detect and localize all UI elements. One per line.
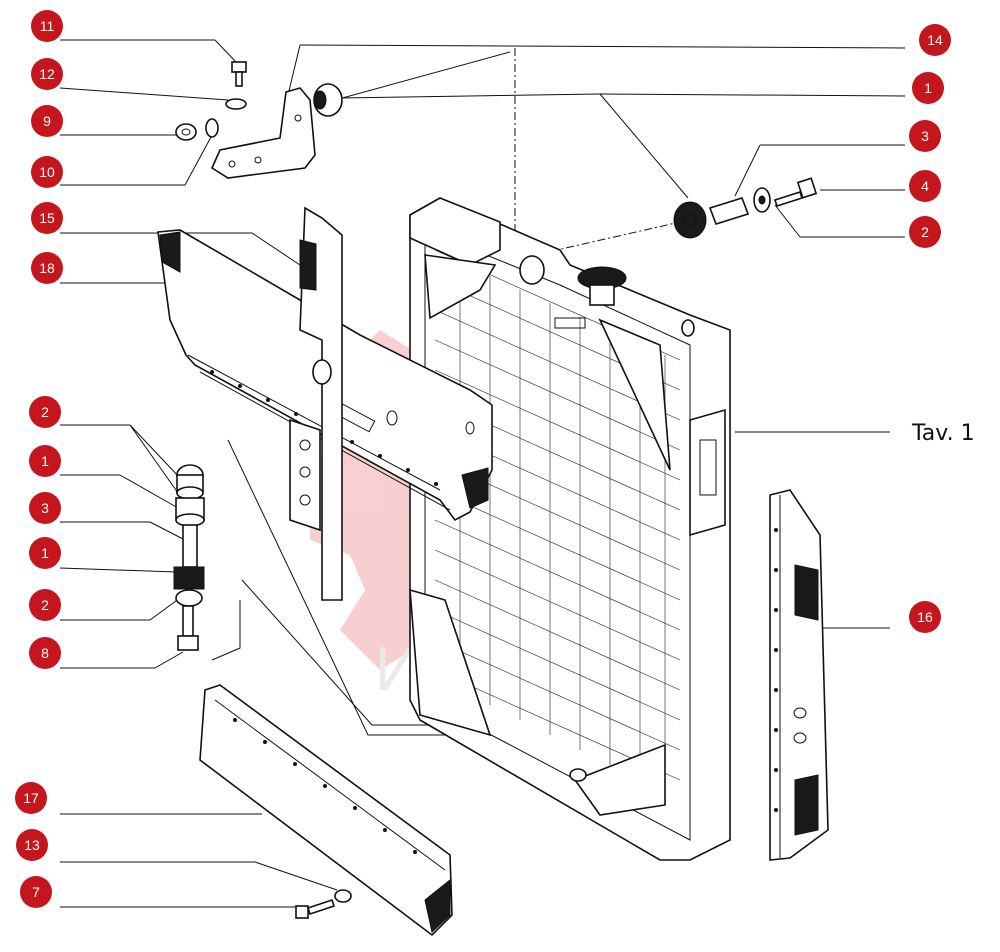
callout-12: 12 [31, 58, 63, 90]
callout-2: 2 [29, 396, 61, 428]
rubber-mount-stack-part [173, 464, 205, 651]
callout-2: 2 [29, 589, 61, 621]
leader-lines [59, 39, 906, 908]
svg-text:15: 15 [39, 210, 55, 226]
svg-text:17: 17 [23, 790, 39, 806]
lower-seal-panel-part [199, 684, 453, 937]
washer-part [753, 187, 771, 213]
svg-text:8: 8 [41, 645, 49, 661]
mount-bracket-part [210, 87, 316, 179]
callout-3: 3 [29, 492, 61, 524]
svg-text:10: 10 [39, 164, 55, 180]
rubber-mount-part [313, 83, 343, 117]
svg-text:1: 1 [41, 545, 49, 561]
svg-text:16: 16 [917, 609, 933, 625]
callout-11: 11 [31, 10, 63, 42]
bolt-part [295, 898, 336, 919]
radiator-part [409, 197, 731, 861]
callout-10: 10 [31, 156, 63, 188]
svg-text:14: 14 [927, 32, 943, 48]
washer-part [205, 118, 219, 138]
svg-text:11: 11 [40, 18, 55, 34]
callout-2: 2 [909, 216, 941, 248]
callout-15: 15 [31, 202, 63, 234]
callout-3: 3 [909, 120, 941, 152]
nut-part [334, 889, 352, 903]
svg-text:7: 7 [32, 884, 40, 900]
filler-cap-part [577, 266, 627, 306]
svg-text:3: 3 [921, 128, 929, 144]
svg-text:9: 9 [43, 113, 51, 129]
callout-17: 17 [15, 782, 47, 814]
rubber-mount-part [673, 201, 707, 239]
svg-text:13: 13 [24, 837, 40, 853]
washer-part [225, 98, 247, 110]
svg-text:2: 2 [41, 597, 49, 613]
callout-1: 1 [912, 72, 944, 104]
nut-part [175, 123, 197, 141]
side-seal-panel-part [769, 489, 829, 861]
callout-16: 16 [909, 601, 941, 633]
callout-1: 1 [29, 445, 61, 477]
callout-8: 8 [29, 637, 61, 669]
svg-text:1: 1 [924, 80, 932, 96]
bolt-part [231, 61, 247, 87]
svg-text:2: 2 [41, 404, 49, 420]
callout-9: 9 [31, 105, 63, 137]
svg-text:2: 2 [921, 224, 929, 240]
callout-1: 1 [29, 537, 61, 569]
callout-4: 4 [909, 170, 941, 202]
callout-13: 13 [16, 829, 48, 861]
spacer-tube-part [708, 197, 750, 225]
bolt-part [773, 177, 818, 208]
svg-text:12: 12 [39, 66, 55, 82]
svg-text:1: 1 [41, 453, 49, 469]
svg-text:18: 18 [39, 260, 55, 276]
callout-7: 7 [20, 876, 52, 908]
callout-14: 14 [919, 24, 951, 56]
svg-text:4: 4 [921, 178, 929, 194]
callout-18: 18 [31, 252, 63, 284]
table-label: Tav. 1 [911, 421, 975, 446]
shroud-bracket-part [289, 206, 343, 601]
svg-text:3: 3 [41, 500, 49, 516]
